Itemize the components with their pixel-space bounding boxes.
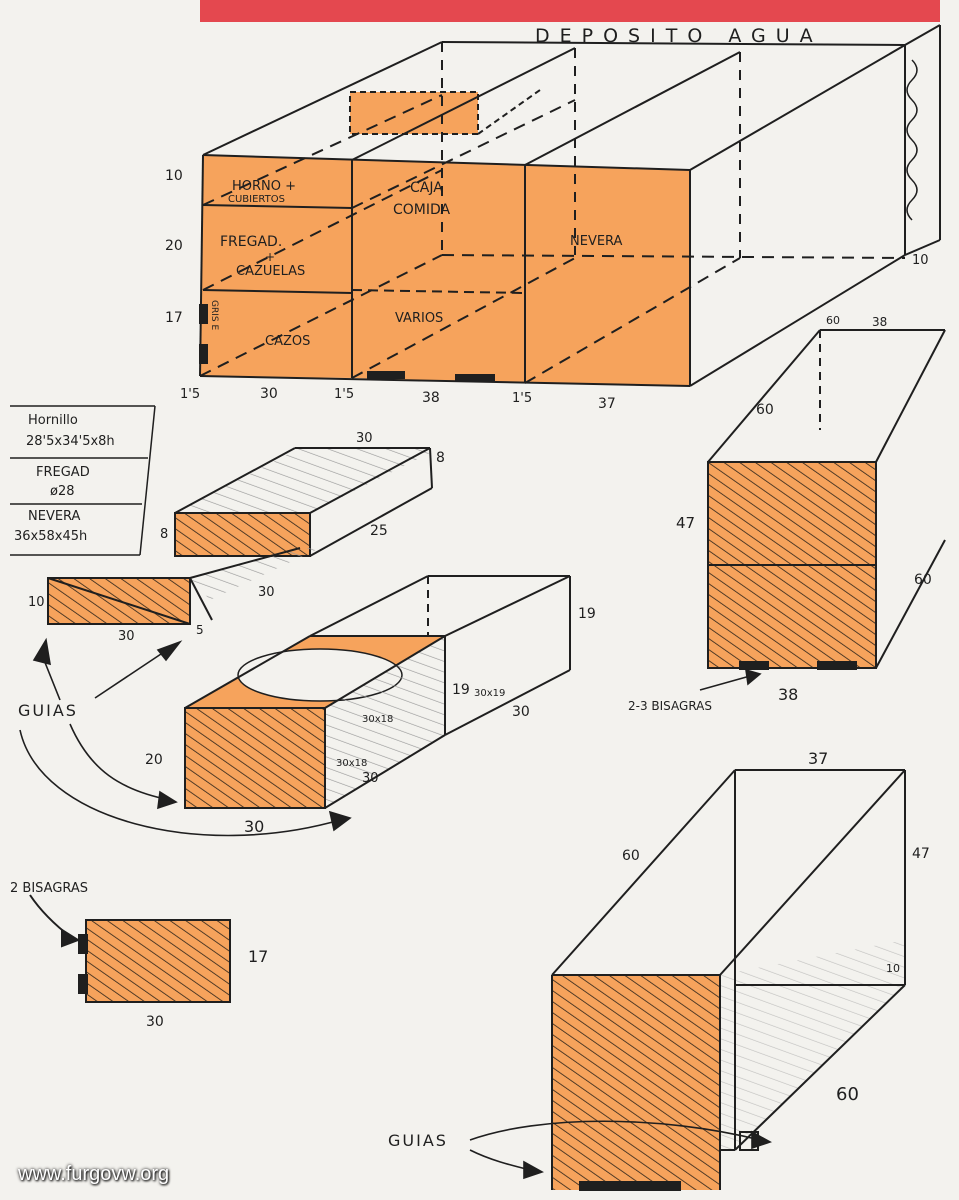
bisagras-dim-17: 17	[248, 947, 268, 966]
fridge-drawing	[707, 329, 946, 670]
dim-left-bot: 17	[165, 310, 183, 326]
label-horno: HORNO +	[232, 179, 296, 194]
dim-right-10: 10	[912, 253, 929, 268]
sink-dim-19-inner: 19	[452, 682, 470, 698]
guias-label-left: GUIAS	[18, 701, 78, 720]
table-row1-value: 28'5x34'5x8h	[26, 434, 115, 449]
label-comida: COMIDA	[393, 202, 451, 218]
drawer-a-drawing	[174, 447, 440, 557]
top-cabinet-drawing	[199, 24, 941, 387]
bottom-dim-60-top: 60	[622, 848, 640, 864]
dim-left-mid: 20	[165, 238, 183, 254]
drawer-b-dim-10: 10	[28, 595, 45, 610]
front-face-left	[200, 155, 352, 378]
sink-dim-30-right: 30	[512, 704, 530, 720]
sink-dim-30-side: 30	[362, 771, 379, 786]
drawer-a-dim-8l: 8	[160, 527, 168, 542]
label-gris: GRIS E	[209, 300, 219, 330]
fridge-dim-60-right: 60	[914, 572, 932, 588]
fridge-dim-47: 47	[676, 514, 695, 532]
guias-arrows-bottom	[469, 1120, 772, 1180]
drawer-b-drawing	[47, 547, 320, 625]
label-caja: CAJA	[410, 180, 443, 196]
table-row1-name: Hornillo	[28, 413, 78, 428]
bisagras-drawing	[29, 894, 231, 1003]
dim-bottom-1: 1'5	[180, 387, 200, 402]
sink-dim-30x19: 30x19	[474, 688, 505, 699]
dim-bottom-2: 30	[260, 386, 278, 402]
label-varios: VARIOS	[395, 311, 443, 326]
drawer-a-dim-8r: 8	[436, 450, 445, 466]
drawer-b-dim-30a: 30	[118, 629, 135, 644]
table-row3-name: NEVERA	[28, 509, 81, 524]
drawer-a-dim-25: 25	[370, 523, 388, 539]
watermark: www.furgovw.org	[18, 1163, 170, 1185]
label-plus: +	[265, 250, 275, 264]
fridge-dim-38-top: 38	[872, 315, 887, 329]
bottom-dim-10: 10	[886, 962, 900, 975]
bottom-dim-60-side: 60	[836, 1084, 859, 1105]
bisagras-label: 2 BISAGRAS	[10, 881, 88, 896]
spec-table	[10, 405, 156, 556]
bottom-box-drawing	[551, 769, 906, 1191]
fridge-dim-38-bottom: 38	[778, 685, 798, 704]
guias-label-bottom: GUIAS	[388, 1131, 448, 1150]
drawer-b-dim-5: 5	[196, 623, 204, 637]
table-row3-value: 36x58x45h	[14, 529, 87, 544]
drawer-a-dim-30: 30	[356, 431, 373, 446]
label-cazos: CAZOS	[265, 334, 310, 349]
dim-left-top: 10	[165, 168, 183, 184]
sink-dim-30-front: 30	[244, 817, 264, 836]
table-row2-value: ø28	[50, 484, 75, 499]
dim-bottom-4: 38	[422, 390, 440, 406]
drawer-b-dim-30b: 30	[258, 585, 275, 600]
fridge-dim-60-top: 60	[826, 314, 840, 327]
dim-bottom-6: 37	[598, 396, 616, 412]
bottom-dim-47: 47	[912, 846, 930, 862]
label-nevera: NEVERA	[570, 234, 623, 249]
sink-dim-30x18-side: 30x18	[336, 758, 367, 769]
label-cazuelas: CAZUELAS	[236, 264, 305, 279]
fridge-hinge-arrow	[699, 668, 762, 691]
sink-dim-20: 20	[145, 752, 163, 768]
sink-box-drawing	[184, 575, 571, 809]
label-cubiertos: CUBIERTOS	[228, 194, 285, 205]
dim-bottom-3: 1'5	[334, 387, 354, 402]
deposito-title: DEPOSITO AGUA	[535, 25, 823, 47]
guias-arrows-left	[19, 637, 352, 837]
front-face-right	[525, 165, 690, 386]
label-fregad: FREGAD.	[220, 234, 282, 250]
table-row2-name: FREGAD	[36, 465, 90, 480]
bisagras-dim-30: 30	[146, 1014, 164, 1030]
bottom-dim-37: 37	[808, 749, 828, 768]
sink-dim-30x18-inner: 30x18	[362, 714, 393, 725]
dim-bottom-5: 1'5	[512, 391, 532, 406]
red-folder-strip	[200, 0, 940, 22]
fridge-dim-60-side: 60	[756, 402, 774, 418]
fridge-hinge-label: 2-3 BISAGRAS	[628, 699, 712, 713]
sink-dim-19-outer: 19	[578, 606, 596, 622]
front-face-middle	[352, 160, 525, 383]
